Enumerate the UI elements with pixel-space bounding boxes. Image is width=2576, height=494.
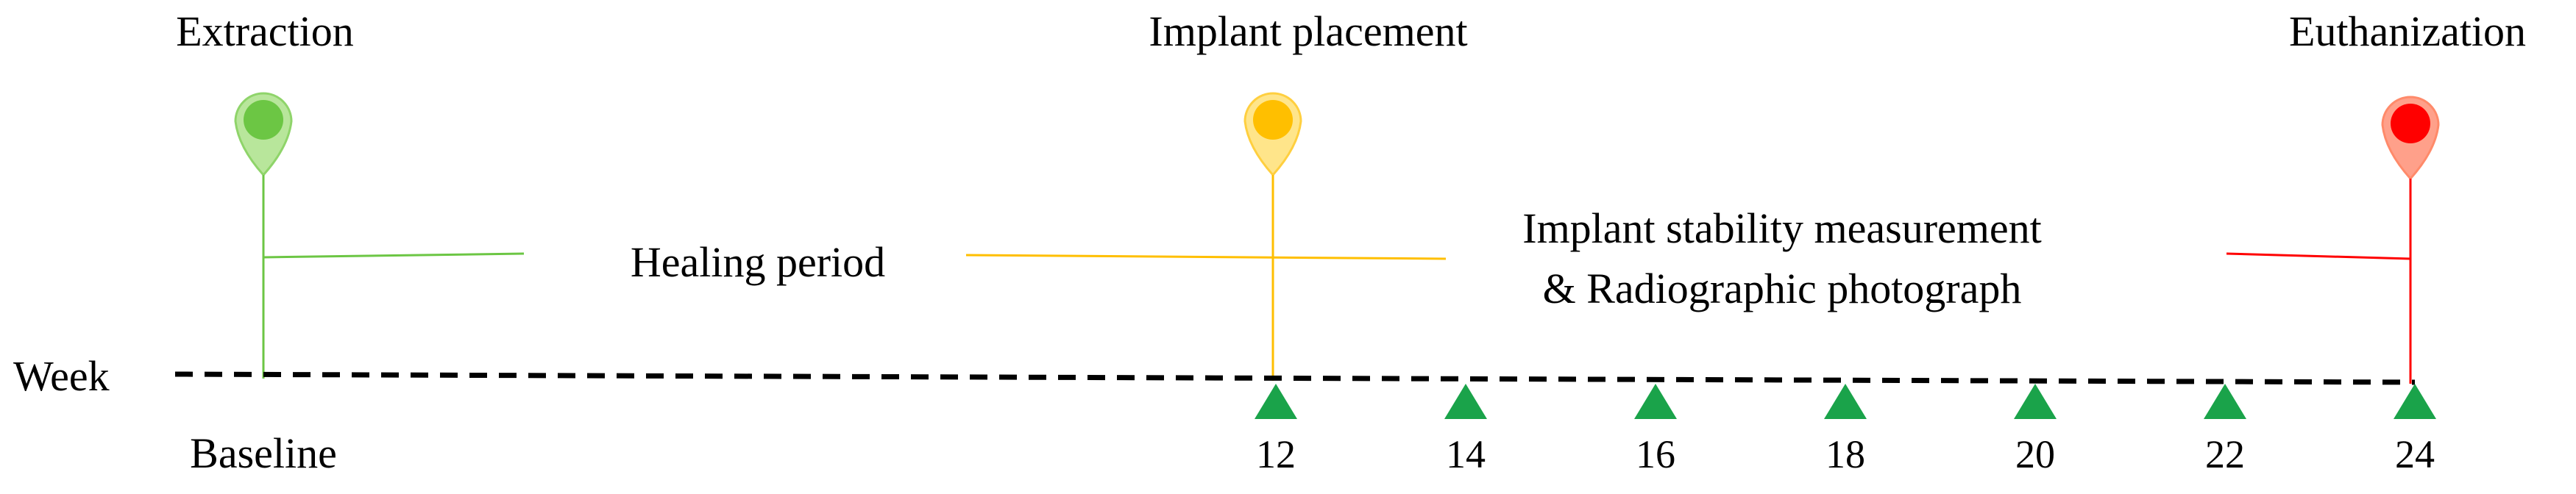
- implant-pin-icon: [1243, 92, 1302, 177]
- week-tick-label: 16: [1636, 432, 1675, 476]
- week-marker-icon: [1255, 384, 1297, 419]
- extraction-branch: [263, 252, 525, 259]
- implant-placement-label: Implant placement: [1149, 7, 1467, 55]
- week-marker-icon: [1634, 384, 1677, 419]
- week-marker-icon: [1824, 384, 1867, 419]
- baseline-label: Baseline: [190, 429, 337, 477]
- euthanization-label: Euthanization: [2289, 7, 2526, 55]
- week-tick-label: 14: [1446, 432, 1486, 476]
- week-marker-icon: [2014, 384, 2057, 419]
- healing-right-branch: [965, 254, 1447, 260]
- radiographic-photograph-label: & Radiographic photograph: [1543, 265, 2022, 312]
- euthanization-branch: [2226, 252, 2411, 260]
- week-marker-icon: [2204, 384, 2246, 419]
- week-tick-label: 22: [2205, 432, 2245, 476]
- healing-period-label: Healing period: [631, 238, 885, 286]
- week-axis-line: [174, 371, 2416, 385]
- week-label: Week: [13, 352, 110, 400]
- week-marker-icon: [2394, 384, 2436, 419]
- extraction-label: Extraction: [176, 7, 354, 55]
- stability-measurement-label: Implant stability measurement: [1522, 204, 2042, 252]
- euthanization-pin-icon: [2381, 96, 2440, 181]
- week-ticks: 12 14 16 18 20 22 24: [1255, 384, 2436, 476]
- extraction-pin-icon: [234, 92, 293, 177]
- week-tick-label: 12: [1256, 432, 1296, 476]
- week-tick-label: 24: [2395, 432, 2435, 476]
- week-tick-label: 20: [2015, 432, 2055, 476]
- week-tick-label: 18: [1825, 432, 1865, 476]
- week-marker-icon: [1444, 384, 1487, 419]
